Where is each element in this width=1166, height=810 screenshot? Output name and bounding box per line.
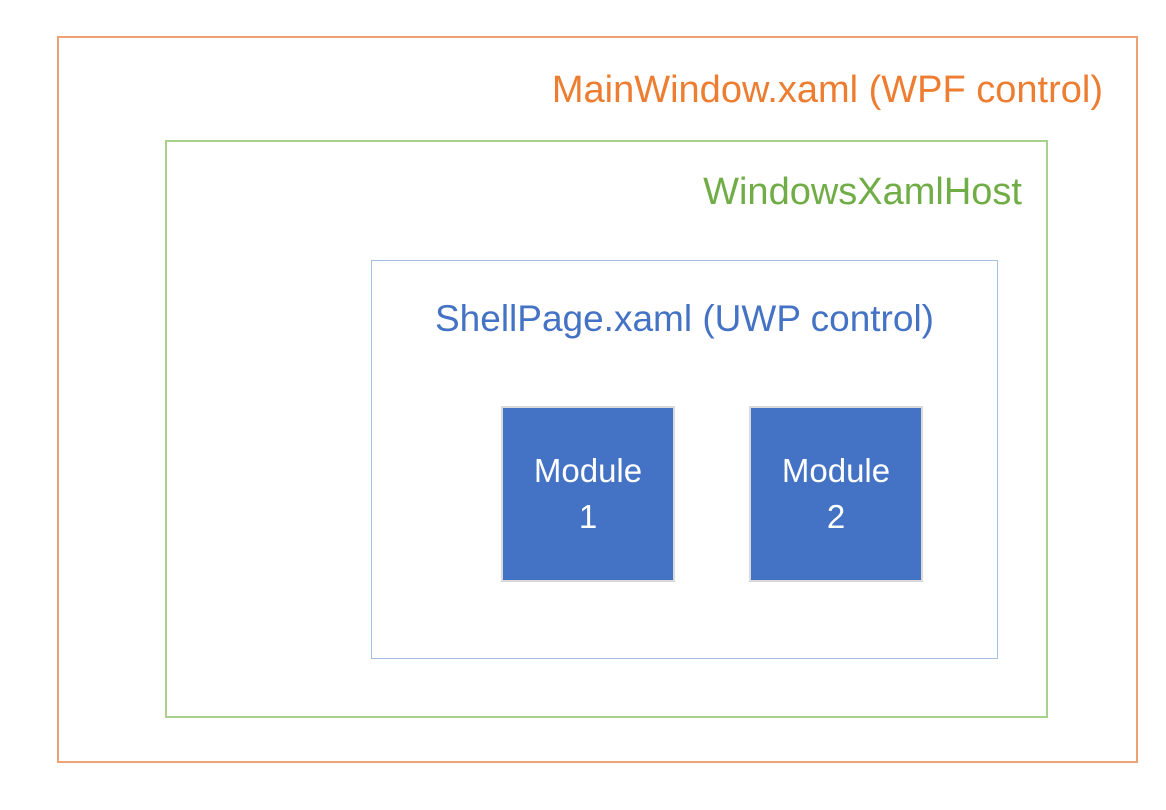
module-1-number: 1 <box>578 498 598 535</box>
mainwindow-wpf-box: MainWindow.xaml (WPF control) WindowsXam… <box>57 36 1138 763</box>
windowsxamlhost-label: WindowsXamlHost <box>703 171 1022 213</box>
shellpage-uwp-box: ShellPage.xaml (UWP control) Module 1 Mo… <box>371 260 998 659</box>
windowsxamlhost-box: WindowsXamlHost ShellPage.xaml (UWP cont… <box>165 140 1048 718</box>
module-1-name: Module <box>533 452 643 490</box>
shellpage-uwp-label: ShellPage.xaml (UWP control) <box>435 298 934 339</box>
module-1-box: Module 1 <box>501 406 675 582</box>
module-2-name: Module <box>781 452 891 490</box>
module-2-number: 2 <box>826 498 846 535</box>
module-2-box: Module 2 <box>749 406 923 582</box>
mainwindow-wpf-label: MainWindow.xaml (WPF control) <box>551 69 1103 111</box>
